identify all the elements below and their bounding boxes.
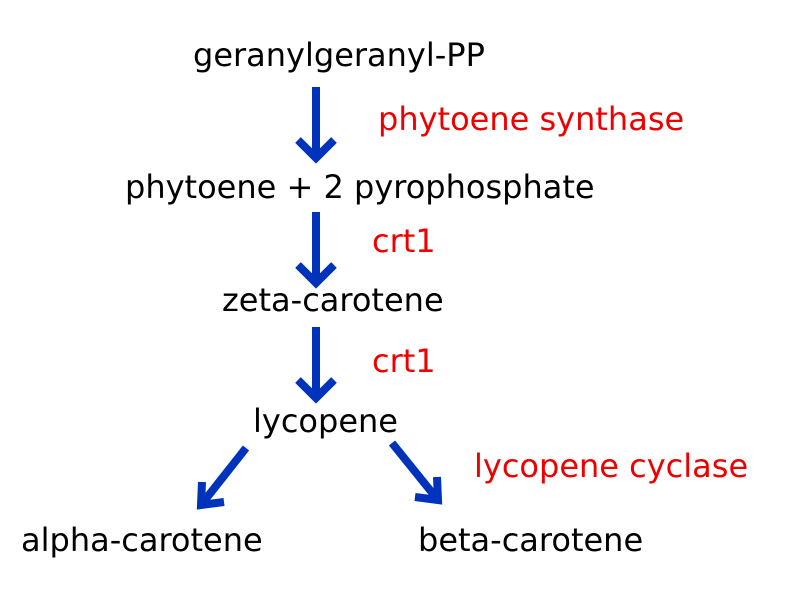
compound-phytoene: phytoene + 2 pyrophosphate — [125, 168, 595, 206]
compound-zeta-carotene: zeta-carotene — [222, 281, 444, 319]
arrow-lycopene-to-beta-carotene — [388, 440, 443, 505]
arrow-zeta-carotene-to-lycopene — [295, 327, 337, 404]
compound-geranylgeranyl-pp: geranylgeranyl-PP — [193, 36, 485, 74]
enzyme-phytoene-synthase: phytoene synthase — [378, 100, 685, 138]
compound-alpha-carotene: alpha-carotene — [21, 521, 263, 559]
arrow-phytoene-to-zeta-carotene — [295, 212, 337, 289]
compound-beta-carotene: beta-carotene — [418, 521, 644, 559]
arrow-lycopene-to-alpha-carotene — [196, 445, 250, 510]
enzyme-crt1-second: crt1 — [372, 342, 436, 380]
enzyme-lycopene-cyclase: lycopene cyclase — [474, 447, 749, 485]
enzyme-crt1-first: crt1 — [372, 222, 436, 260]
compound-lycopene: lycopene — [253, 402, 398, 440]
arrow-ggpp-to-phytoene — [295, 87, 337, 164]
